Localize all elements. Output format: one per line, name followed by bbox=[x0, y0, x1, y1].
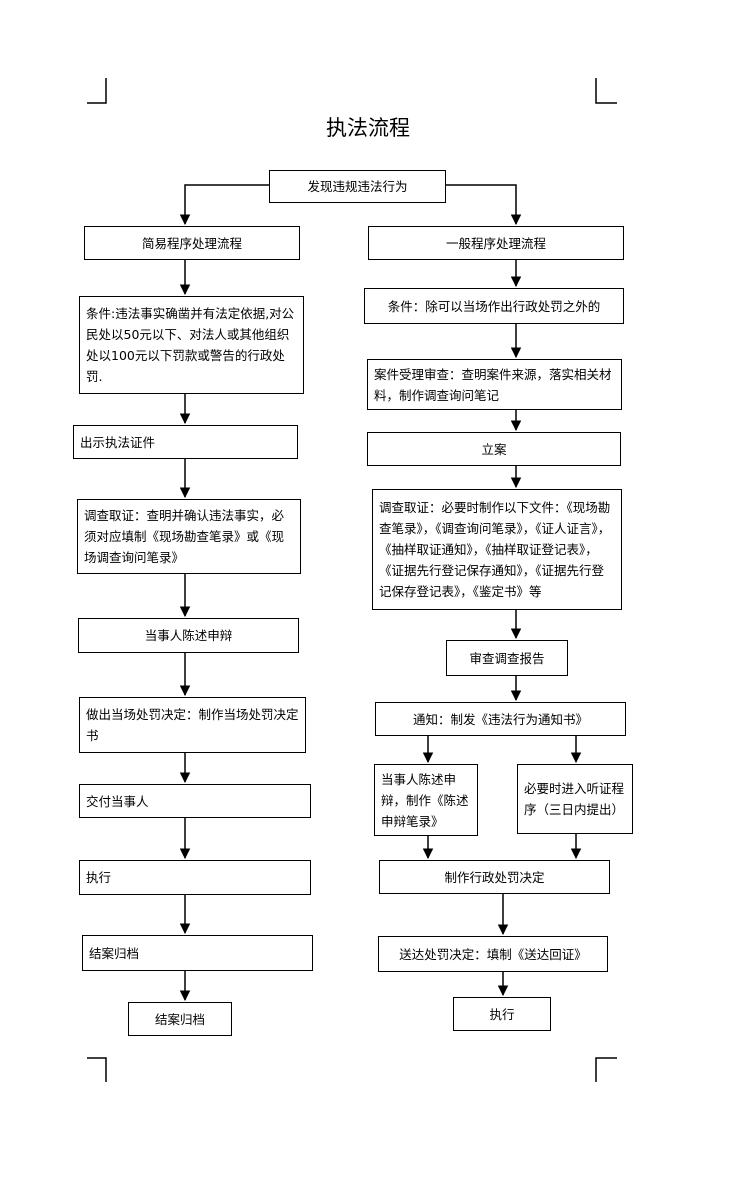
right-hearing-box: 必要时进入听证程序（三日内提出） bbox=[517, 764, 633, 834]
left-show-cert-text: 出示执法证件 bbox=[80, 434, 156, 450]
left-heading-box: 简易程序处理流程 bbox=[84, 226, 300, 260]
right-decision-box: 制作行政处罚决定 bbox=[379, 860, 610, 894]
left-deliver-text: 交付当事人 bbox=[86, 793, 149, 809]
crop-mark-bottom-right bbox=[595, 1057, 617, 1082]
right-condition-text: 条件：除可以当场作出行政处罚之外的 bbox=[387, 298, 601, 314]
left-decision-text: 做出当场处罚决定：制作当场处罚决定书 bbox=[86, 707, 299, 743]
right-execute-box: 执行 bbox=[453, 997, 551, 1031]
right-defense-text: 当事人陈述申辩，制作《陈述申辩笔录》 bbox=[381, 771, 469, 829]
right-investigate-text: 调查取证：必要时制作以下文件：《现场勘查笔录》，《调查询问笔录》，《证人证言》，… bbox=[379, 500, 611, 599]
right-acceptance-text: 案件受理审查：查明案件来源，落实相关材料，制作调查询问笔记 bbox=[374, 366, 612, 403]
crop-mark-top-right bbox=[595, 78, 617, 104]
right-review-box: 审查调查报告 bbox=[446, 640, 568, 676]
right-heading-box: 一般程序处理流程 bbox=[368, 226, 624, 260]
left-execute-box: 执行 bbox=[79, 860, 311, 895]
left-condition-text: 条件:违法事实确凿并有法定依据,对公民处以50元以下、对法人或其他组织处以100… bbox=[86, 306, 295, 384]
right-heading-text: 一般程序处理流程 bbox=[445, 235, 546, 251]
left-final-archive-box: 结案归档 bbox=[128, 1002, 232, 1036]
right-review-text: 审查调查报告 bbox=[469, 650, 545, 666]
left-defense-box: 当事人陈述申辩 bbox=[78, 618, 299, 653]
left-archive-box: 结案归档 bbox=[82, 935, 313, 971]
left-execute-text: 执行 bbox=[86, 870, 112, 885]
left-defense-text: 当事人陈述申辩 bbox=[144, 628, 233, 643]
right-acceptance-box: 案件受理审查：查明案件来源，落实相关材料，制作调查询问笔记 bbox=[367, 359, 622, 410]
right-execute-text: 执行 bbox=[489, 1006, 515, 1022]
right-notice-box: 通知：制发《违法行为通知书》 bbox=[375, 702, 626, 736]
left-archive-text: 结案归档 bbox=[89, 945, 140, 961]
page-title: 执法流程 bbox=[326, 116, 410, 140]
crop-mark-top-left bbox=[87, 78, 107, 104]
start-box: 发现违规违法行为 bbox=[269, 170, 446, 203]
arrow-start-to-right bbox=[446, 184, 522, 226]
left-deliver-box: 交付当事人 bbox=[79, 784, 311, 818]
right-investigate-box: 调查取证：必要时制作以下文件：《现场勘查笔录》，《调查询问笔录》，《证人证言》，… bbox=[372, 489, 622, 610]
start-text: 发现违规违法行为 bbox=[307, 179, 408, 194]
right-notice-text: 通知：制发《违法行为通知书》 bbox=[412, 711, 588, 727]
left-show-cert-box: 出示执法证件 bbox=[73, 425, 298, 459]
right-hearing-text: 必要时进入听证程序（三日内提出） bbox=[524, 781, 625, 817]
right-filing-text: 立案 bbox=[481, 441, 507, 457]
arrow-start-to-left bbox=[179, 184, 269, 226]
right-service-box: 送达处罚决定：填制《送达回证》 bbox=[378, 936, 608, 972]
left-condition-box: 条件:违法事实确凿并有法定依据,对公民处以50元以下、对法人或其他组织处以100… bbox=[79, 296, 304, 394]
right-filing-box: 立案 bbox=[367, 432, 621, 466]
left-investigate-box: 调查取证：查明并确认违法事实，必须对应填制《现场勘查笔录》或《现场调查询问笔录》 bbox=[77, 499, 301, 574]
right-decision-text: 制作行政处罚决定 bbox=[444, 869, 545, 885]
crop-mark-bottom-left bbox=[87, 1057, 107, 1082]
left-decision-box: 做出当场处罚决定：制作当场处罚决定书 bbox=[79, 697, 306, 753]
right-service-text: 送达处罚决定：填制《送达回证》 bbox=[399, 946, 587, 962]
left-heading-text: 简易程序处理流程 bbox=[141, 235, 242, 251]
left-investigate-text: 调查取证：查明并确认违法事实，必须对应填制《现场勘查笔录》或《现场调查询问笔录》 bbox=[84, 508, 285, 565]
right-defense-box: 当事人陈述申辩，制作《陈述申辩笔录》 bbox=[374, 764, 478, 836]
left-final-archive-text: 结案归档 bbox=[154, 1011, 205, 1027]
right-condition-box: 条件：除可以当场作出行政处罚之外的 bbox=[364, 288, 624, 324]
